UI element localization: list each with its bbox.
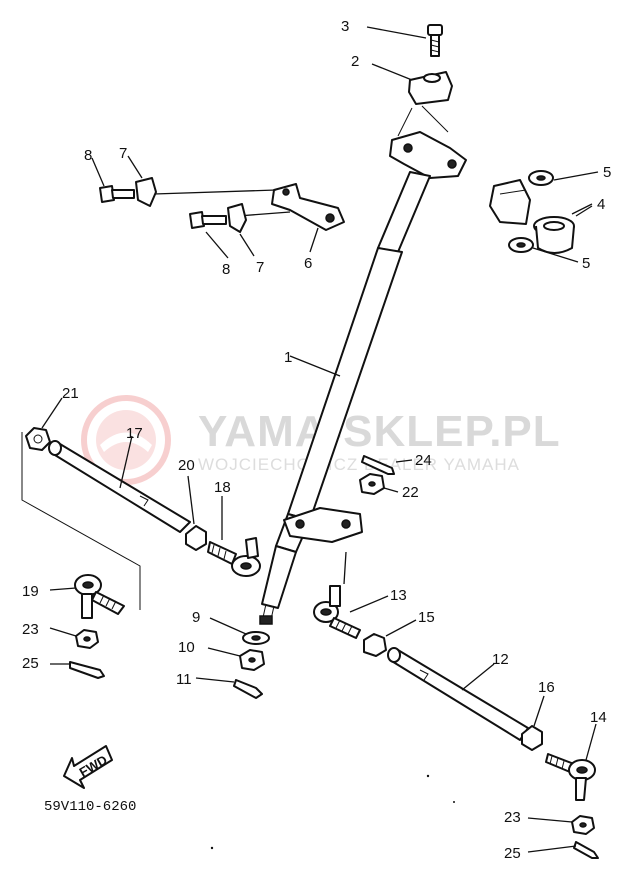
callout-25b: 25 [504, 845, 521, 862]
watermark-logo [81, 395, 171, 485]
callout-8a: 8 [84, 147, 92, 164]
part-13-tie-rod-end [313, 585, 361, 639]
callout-23b: 23 [504, 809, 521, 826]
callout-7a: 7 [119, 145, 127, 162]
part-8-bolt-lower [189, 211, 227, 229]
callout-4: 4 [597, 196, 605, 213]
callout-20: 20 [178, 457, 195, 474]
callout-2: 2 [351, 53, 359, 70]
callout-11: 11 [176, 671, 192, 688]
part-25-cotter-pin-left [69, 661, 105, 679]
watermark-tagline: WOJCIECHOWICZ DEALER YAMAHA [198, 455, 520, 474]
callout-10: 10 [178, 639, 195, 656]
part-5-washer-top [528, 170, 554, 186]
callout-8b: 8 [222, 261, 230, 278]
callout-7b: 7 [256, 259, 264, 276]
part-11-cotter-pin [233, 679, 263, 699]
part-10-castle-nut [239, 649, 265, 671]
part-14-tie-rod-end [545, 753, 596, 801]
part-21-nut [25, 427, 51, 451]
callout-13: 13 [390, 587, 407, 604]
steering-column-top-plate [389, 131, 467, 179]
callout-12: 12 [492, 651, 509, 668]
callout-5a: 5 [603, 164, 611, 181]
callout-6: 6 [304, 255, 312, 272]
callout-17: 17 [126, 425, 143, 442]
part-25-cotter-pin-right [573, 841, 599, 859]
part-7-clip-lower [227, 203, 247, 233]
part-4-bushing [533, 216, 575, 254]
part-22-castle-nut [359, 473, 385, 495]
part-19-tie-rod-end [74, 574, 125, 619]
part-18-tie-rod-end [207, 537, 261, 577]
part-7-clip-upper [135, 177, 157, 207]
callout-15: 15 [418, 609, 435, 626]
part-15-nut [363, 633, 387, 657]
steering-column-lower-plate [283, 507, 363, 543]
part-5-washer-bottom [508, 237, 534, 253]
part-2-collar [408, 71, 453, 105]
part-9-washer [242, 631, 270, 645]
part-1-steering-column [259, 171, 431, 625]
part-23-castle-nut-right [571, 815, 595, 835]
callout-1: 1 [284, 349, 292, 366]
callout-21: 21 [62, 385, 79, 402]
callout-24: 24 [415, 452, 432, 469]
callout-14: 14 [590, 709, 607, 726]
callout-5b: 5 [582, 255, 590, 272]
callout-3: 3 [341, 18, 349, 35]
scan-specks [210, 774, 455, 850]
part-4-bushing-holder [489, 179, 531, 225]
callout-22: 22 [402, 484, 419, 501]
left-tie-rod-bracket-line [21, 432, 141, 610]
part-8-bolt-upper [99, 185, 135, 203]
diagram-code: 59V110-6260 [44, 799, 136, 815]
part-20-nut [185, 525, 207, 551]
fwd-arrow-icon: FWD [63, 745, 113, 789]
part-6-bracket-arm [271, 183, 345, 231]
callout-18: 18 [214, 479, 231, 496]
part-24-cotter-pin [361, 455, 395, 475]
part-16-nut [521, 725, 543, 751]
callout-23a: 23 [22, 621, 39, 638]
callout-9: 9 [192, 609, 200, 626]
part-3-bolt [427, 24, 443, 57]
watermark: YAMA-SKLEP.PL WOJCIECHOWICZ DEALER YAMAH… [81, 395, 561, 485]
callout-16: 16 [538, 679, 555, 696]
watermark-brand: YAMA-SKLEP.PL [198, 407, 561, 456]
callout-25a: 25 [22, 655, 39, 672]
callout-19: 19 [22, 583, 39, 600]
part-23-castle-nut-left [75, 629, 99, 649]
